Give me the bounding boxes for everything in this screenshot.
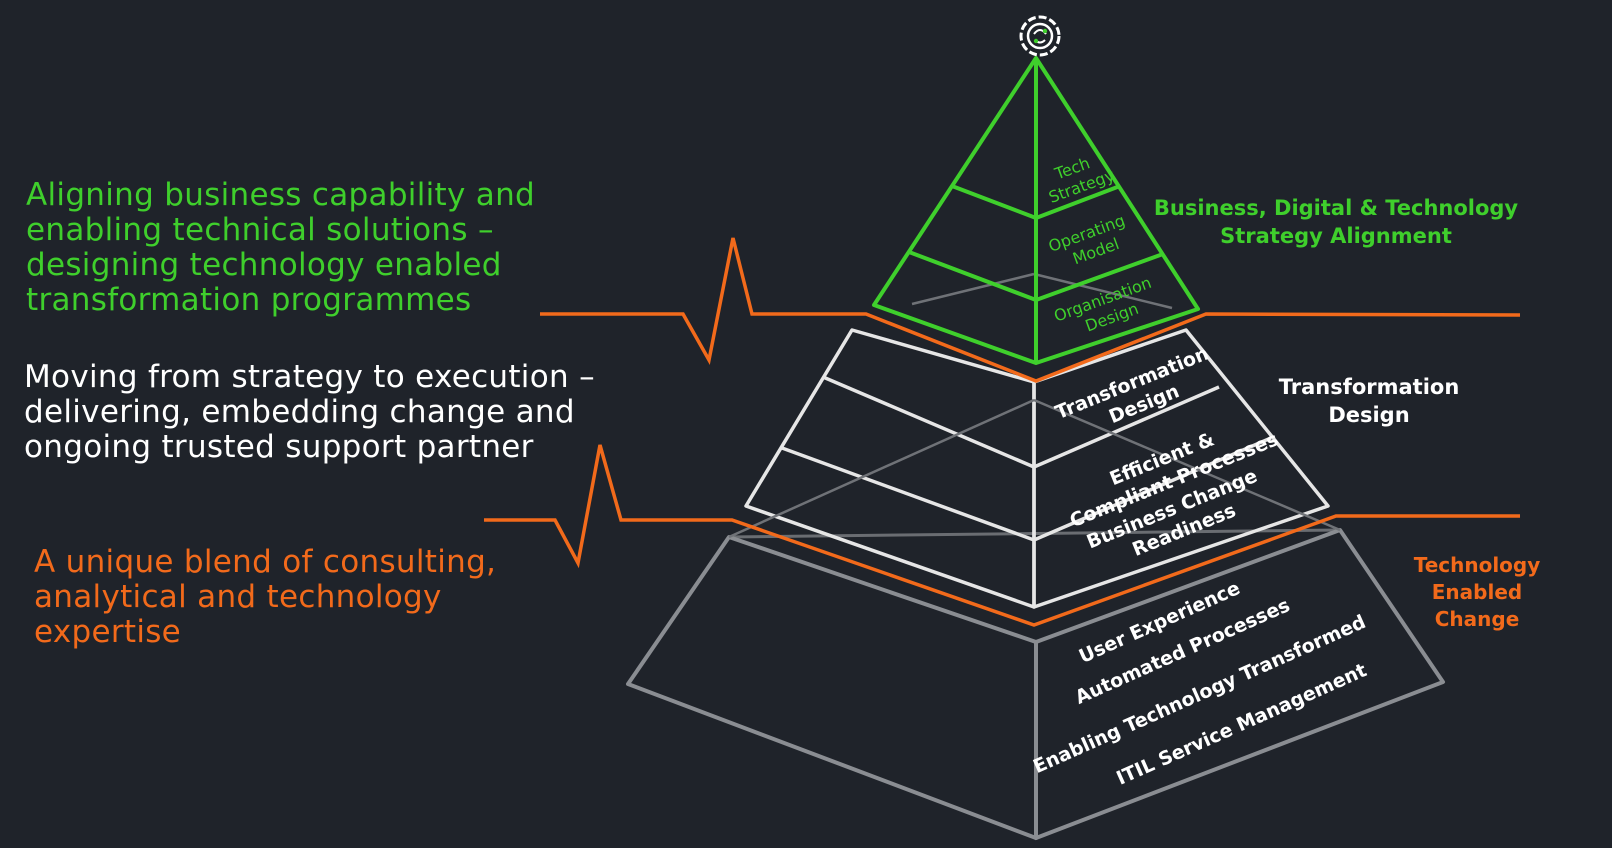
top-tier-divider	[1035, 184, 1121, 220]
hidden-edge	[1033, 272, 1173, 310]
transformation-design-side-label: Transformation Design	[1262, 373, 1476, 429]
statement-line: enabling technical solutions –	[26, 212, 494, 248]
label-line: Transformation	[1278, 375, 1460, 399]
brain-gear-icon	[1019, 15, 1061, 57]
hidden-edge	[911, 272, 1035, 306]
statement-line: designing technology enabled	[26, 247, 502, 283]
statement-line: expertise	[34, 614, 182, 650]
statement-line: Aligning business capability and	[26, 177, 536, 213]
middle-tier-divider	[1033, 436, 1272, 542]
statement-line: A unique blend of consulting,	[34, 544, 497, 580]
label-line: Enabled	[1431, 580, 1523, 604]
middle-tier-divider	[822, 375, 1035, 469]
middle-tier-right-face	[1032, 328, 1330, 609]
middle-tier-left-face	[744, 328, 1036, 609]
top-tier-labels: Tech Strategy Operating Model Organisati…	[1039, 147, 1154, 335]
middle-tier-labels: Transformation Design Efficient & Compli…	[1052, 342, 1281, 561]
label-line: Change	[1434, 607, 1520, 631]
statement-line: Moving from strategy to execution –	[24, 359, 595, 395]
label-line: Business, Digital & Technology	[1153, 196, 1519, 220]
statement-line: delivering, embedding change and	[24, 394, 575, 430]
upper-pulse-line	[540, 237, 1521, 383]
top-tier	[872, 56, 1200, 365]
statement-line: ongoing trusted support partner	[24, 429, 534, 465]
execution-statement: Moving from strategy to execution – deli…	[24, 360, 595, 465]
base-tier-left-face	[626, 535, 1038, 840]
middle-tier	[744, 328, 1330, 609]
middle-tier-divider	[781, 446, 1035, 542]
operating-model-label: Operating Model	[1046, 209, 1139, 275]
base-tier-right-face	[1034, 528, 1445, 840]
hidden-edge	[1033, 398, 1341, 532]
technology-enabled-change-label: Technology Enabled Change	[1395, 552, 1559, 633]
strategy-alignment-label: Business, Digital & Technology Strategy …	[1150, 194, 1522, 250]
statement-line: analytical and technology	[34, 579, 442, 615]
top-tier-divider	[1035, 252, 1164, 302]
strategy-statement: Aligning business capability and enablin…	[26, 178, 535, 318]
top-tier-divider	[908, 250, 1037, 302]
pulse-lines	[484, 237, 1521, 627]
lower-pulse-line	[484, 444, 1520, 627]
label-line: Strategy Alignment	[1220, 224, 1452, 248]
hidden-edge	[728, 398, 1035, 539]
middle-tier-divider	[1033, 385, 1220, 469]
top-tier-divider	[951, 184, 1037, 220]
hidden-edges	[728, 272, 1341, 539]
label-line: Design	[1328, 403, 1410, 427]
tech-strategy-label: Tech Strategy	[1039, 147, 1117, 207]
expertise-statement: A unique blend of consulting, analytical…	[34, 545, 496, 650]
label-line: Technology	[1413, 553, 1541, 577]
statement-line: transformation programmes	[26, 282, 472, 318]
